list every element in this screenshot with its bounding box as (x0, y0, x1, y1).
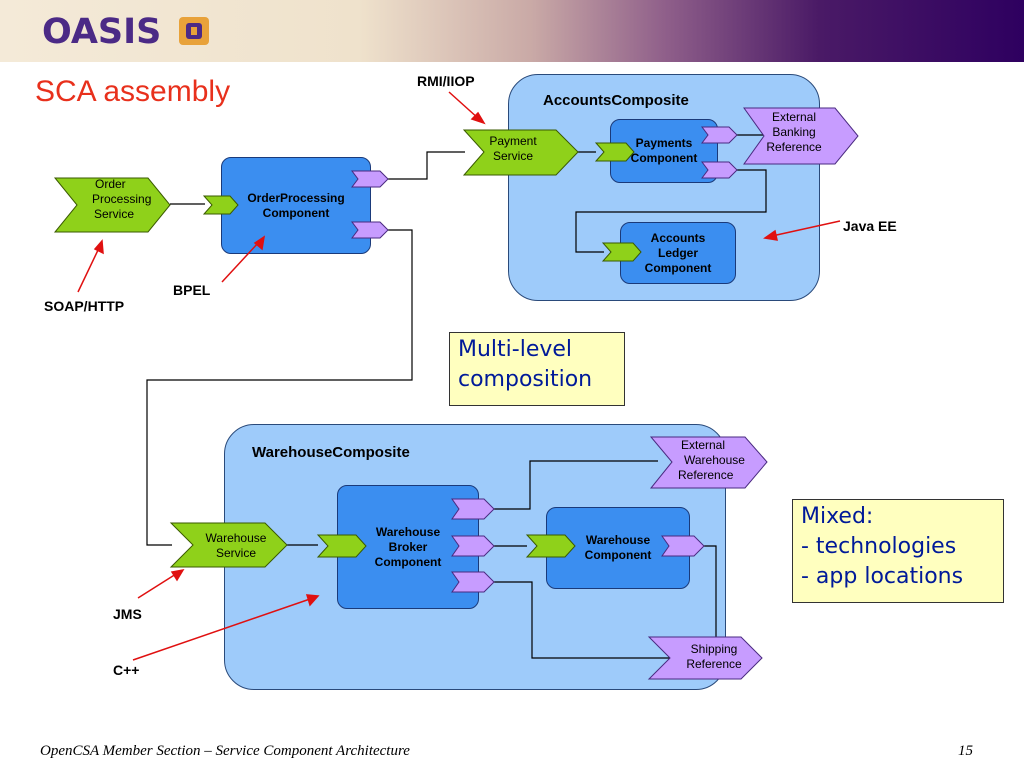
wire-warehouse-shipping (704, 545, 717, 658)
arrow-java-ee (771, 220, 841, 237)
arrow-bpel (221, 241, 260, 283)
shipping-reference-label: Shipping Reference (686, 642, 742, 671)
wire-to-payment-service (388, 151, 465, 180)
page-number: 15 (958, 743, 973, 759)
broker-ref-port-1 (451, 498, 495, 520)
arrowhead-jms-icon (170, 568, 185, 582)
arrowhead-bpel-icon (253, 235, 266, 251)
label-java-ee: Java EE (843, 218, 897, 234)
warehouse-composite-title: WarehouseComposite (252, 444, 410, 461)
label-jms: JMS (113, 606, 142, 622)
accounts-composite-title: AccountsComposite (543, 92, 689, 109)
label-bpel: BPEL (173, 282, 211, 298)
warehouse-service (169, 522, 288, 568)
arrowhead-rmi-iiop-icon (470, 111, 486, 125)
note-mixed: Mixed: - technologies - app locations (792, 499, 1004, 603)
label-rmi-iiop: RMI/IIOP (417, 73, 475, 89)
warehouse-service-label: Warehouse Service (205, 531, 267, 560)
external-warehouse-reference-label: External Warehouse Reference (678, 438, 745, 482)
arrow-soap-http (77, 247, 100, 293)
note-multilevel-composition: Multi-level composition (449, 332, 625, 406)
broker-service-port (316, 534, 367, 558)
external-warehouse-reference (649, 436, 768, 489)
slide-title: SCA assembly (35, 75, 231, 108)
op-ref-port-1 (351, 170, 389, 188)
payments-service-port (594, 142, 635, 162)
payments-ref-port-2 (701, 161, 738, 179)
warehouse-comp-service-port (525, 534, 576, 558)
order-processing-service (53, 177, 171, 233)
op-component-service-port (202, 195, 239, 215)
order-processing-service-label: Order Processing Service (92, 177, 152, 221)
wire-to-ledger (575, 169, 767, 253)
external-banking-reference (743, 107, 859, 165)
footer-text: OpenCSA Member Section – Service Compone… (40, 743, 410, 759)
arrowhead-java-ee-icon (763, 229, 778, 241)
label-soap-http: SOAP/HTTP (44, 298, 125, 314)
external-banking-reference-label: External Banking Reference (766, 110, 822, 154)
label-cpp: C++ (113, 662, 140, 678)
broker-ref-port-3 (451, 571, 495, 593)
warehouse-comp-ref-port (661, 535, 705, 557)
arrow-cpp (132, 598, 311, 661)
arrowhead-cpp-icon (305, 594, 320, 607)
op-ref-port-2 (351, 221, 389, 239)
arrowhead-soap-http-icon (93, 239, 104, 255)
ledger-service-port (601, 242, 642, 262)
header-bar (0, 0, 1024, 62)
payments-ref-port-1 (701, 126, 738, 144)
wire-to-ext-warehouse (494, 460, 658, 510)
oasis-logo-mark-icon (179, 17, 209, 45)
wire-broker-shipping (494, 581, 678, 659)
broker-ref-port-2 (451, 535, 495, 557)
arrow-jms (137, 573, 177, 599)
wire-to-warehouse-service (146, 229, 413, 546)
payment-service-label: Payment Service (489, 134, 537, 163)
shipping-reference (647, 636, 763, 680)
payment-service (462, 129, 579, 176)
oasis-logo: OASIS (42, 12, 162, 52)
arrow-rmi-iiop (448, 91, 480, 120)
